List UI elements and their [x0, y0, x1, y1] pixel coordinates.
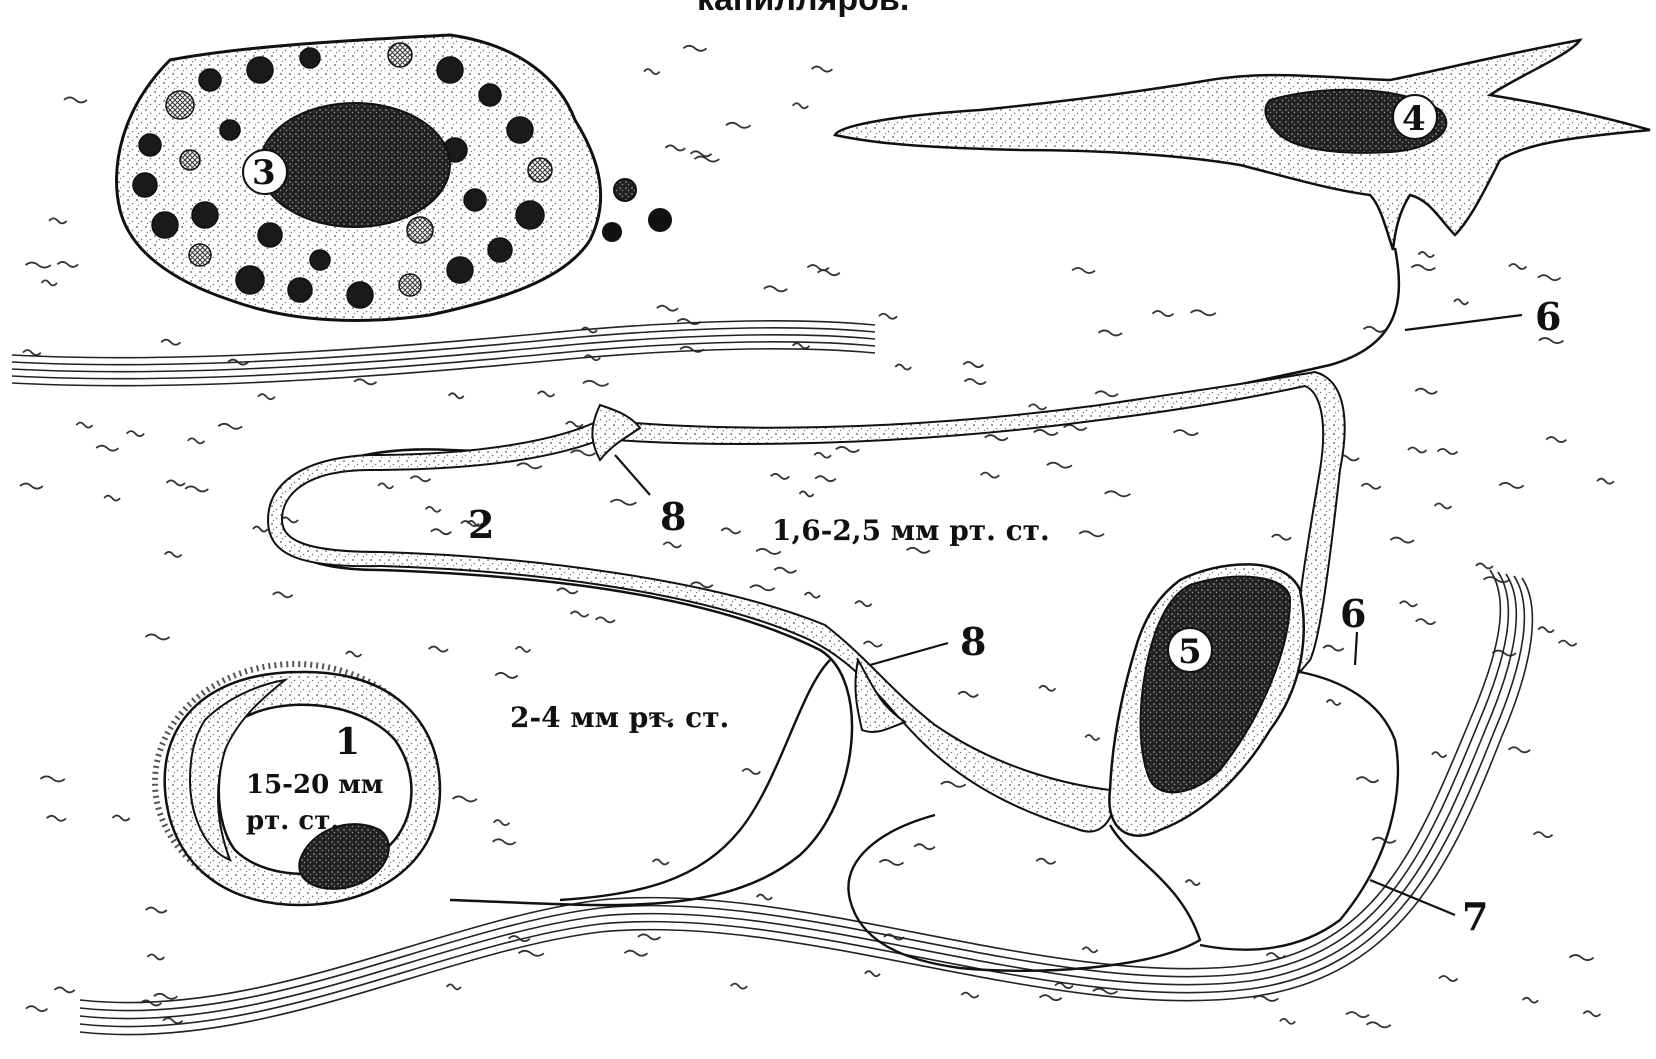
mast-cell-3-nucleus [260, 103, 450, 227]
label-1: 1 [335, 721, 360, 763]
label-4: 4 [1402, 99, 1426, 139]
pressure-interstitial: 2-4 мм рт. ст. [510, 701, 729, 734]
tissue-boundary [848, 815, 1200, 971]
figure-title-fragment: капилляров. [697, 0, 909, 18]
label-7: 7 [1462, 894, 1488, 939]
label-5: 5 [1178, 632, 1202, 672]
label-3: 3 [252, 153, 276, 193]
label-6-top: 6 [1535, 294, 1561, 339]
intercellular-junction-upper [592, 405, 640, 460]
fibroblast-cell-4 [835, 40, 1650, 250]
label-2: 2 [468, 502, 494, 547]
label-8-upper: 8 [660, 494, 686, 539]
label-8-lower: 8 [960, 619, 986, 664]
pressure-lymphatic: 1,6-2,5 мм рт. ст. [772, 514, 1050, 547]
label-6-bottom: 6 [1340, 591, 1366, 636]
pressure-capillary-line2: рт. ст. [246, 806, 339, 836]
collagen-fiber-top [12, 321, 875, 386]
pressure-capillary-line1: 15-20 мм [246, 770, 383, 800]
